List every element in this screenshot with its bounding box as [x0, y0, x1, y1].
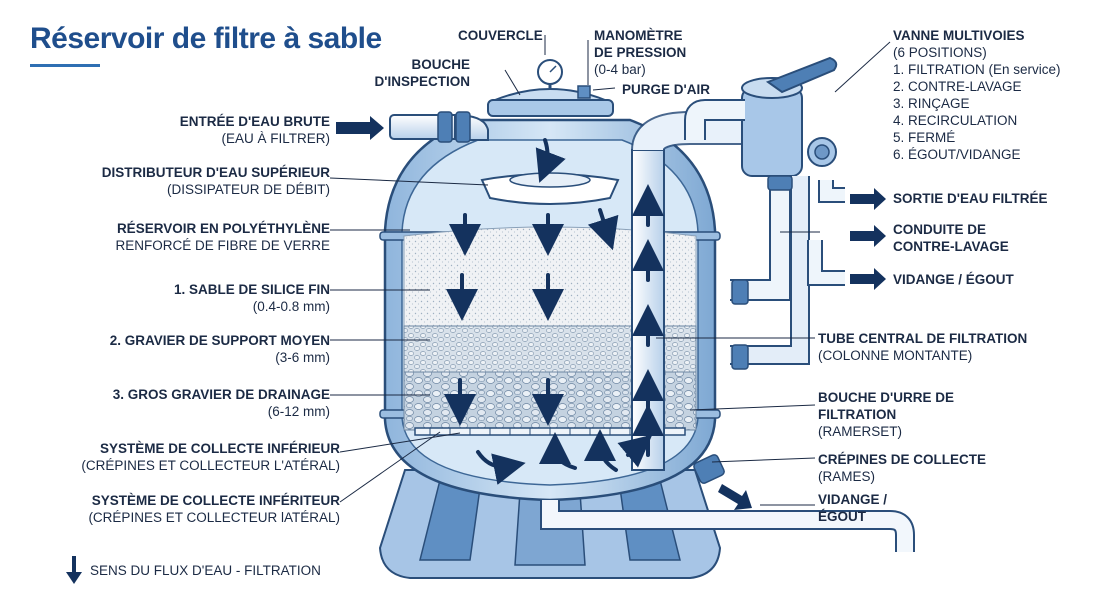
legend-label: SENS DU FLUX D'EAU - FILTRATION: [90, 562, 321, 578]
label-gravel-big-sub: (6-12 mm): [267, 404, 330, 419]
label-inlet-title: ENTRÉE D'EAU BRUTE: [179, 114, 330, 129]
label-valve-title: VANNE MULTIVOIES: [893, 28, 1025, 43]
label-drain-bottom-l1: VIDANGE /: [818, 492, 888, 507]
label-drain-top: VIDANGE / ÉGOUT: [893, 271, 1014, 288]
label-sand-sub: (0.4-0.8 mm): [252, 299, 330, 314]
label-drain-bottom-l2: ÉGOUT: [818, 509, 867, 524]
label-drain-bottom: VIDANGE / ÉGOUT: [818, 491, 887, 525]
label-lid-title: COUVERCLE: [458, 28, 543, 43]
label-inlet-sub: (EAU À FILTRER): [221, 131, 330, 146]
label-backwash: CONDUITE DE CONTRE-LAVAGE: [893, 221, 1009, 255]
label-valve: VANNE MULTIVOIES (6 POSITIONS) 1. FILTRA…: [893, 27, 1061, 163]
valve-handle-icon: [765, 56, 838, 94]
label-distributor-sub: (DISSIPATEUR DE DÉBIT): [166, 182, 330, 197]
label-valve-sub: (6 POSITIONS): [893, 45, 987, 60]
label-inspection-l2: D'INSPECTION: [374, 74, 470, 89]
valve-position-item: 6. ÉGOUT/VIDANGE: [893, 147, 1021, 162]
label-outlet: SORTIE D'EAU FILTRÉE: [893, 190, 1047, 207]
label-gravel-big: 3. GROS GRAVIER DE DRAINAGE (6-12 mm): [113, 386, 330, 420]
label-collect-1-title: SYSTÈME DE COLLECTE INFÉRIEUR: [99, 441, 340, 456]
valve-position-item: 4. RECIRCULATION: [893, 113, 1018, 128]
backwash-arrow-icon: [850, 225, 886, 247]
page-title: Réservoir de filtre à sable: [30, 22, 382, 55]
label-gravel-mid-title: 2. GRAVIER DE SUPPORT MOYEN: [109, 333, 330, 348]
label-inspection-l1: BOUCHE: [411, 57, 470, 72]
tank-lid: [487, 99, 614, 117]
label-mouth: BOUCHE D'URRE DE FILTRATION (RAMERSET): [818, 389, 954, 440]
label-gauge-l2: DE PRESSION: [594, 45, 687, 60]
label-mouth-l2: FILTRATION: [818, 407, 897, 422]
label-outlet-title: SORTIE D'EAU FILTRÉE: [893, 191, 1048, 206]
label-mouth-sub: (RAMERSET): [818, 424, 902, 439]
label-gauge-l3: (0-4 bar): [594, 62, 646, 77]
label-strainers: CRÉPINES DE COLLECTE (RAMES): [818, 451, 986, 485]
label-tank-sub: RENFORCÉ DE FIBRE DE VERRE: [115, 238, 330, 253]
valve-position-item: 2. CONTRE-LAVAGE: [893, 79, 1022, 94]
label-inlet: ENTRÉE D'EAU BRUTE (EAU À FILTRER): [180, 113, 330, 147]
outlet-arrow-icon: [850, 188, 886, 210]
bottom-drain-arrow-icon: [718, 484, 752, 510]
label-sand: 1. SABLE DE SILICE FIN (0.4-0.8 mm): [174, 281, 330, 315]
inlet-arrow-icon: [336, 116, 384, 140]
label-inspection: BOUCHE D'INSPECTION: [375, 56, 470, 90]
label-tube: TUBE CENTRAL DE FILTRATION (COLONNE MONT…: [818, 330, 1027, 364]
valve-positions-list: 1. FILTRATION (En service) 2. CONTRE-LAV…: [893, 61, 1061, 163]
drain-arrow-icon: [850, 268, 886, 290]
valve-position-item: 1. FILTRATION (En service): [893, 62, 1061, 77]
label-air-title: PURGE D'AIR: [622, 82, 710, 97]
down-arrow-icon: [66, 556, 82, 584]
label-backwash-l1: CONDUITE DE: [893, 222, 987, 237]
label-mouth-l1: BOUCHE D'URRE DE: [818, 390, 954, 405]
multiport-valve-body: [741, 87, 803, 177]
label-distributor-title: DISTRIBUTEUR D'EAU SUPÉRIEUR: [101, 165, 330, 180]
label-gauge: MANOMÈTRE DE PRESSION (0-4 bar): [594, 27, 686, 78]
label-tube-title: TUBE CENTRAL DE FILTRATION: [818, 331, 1028, 346]
label-strainers-title: CRÉPINES DE COLLECTE: [818, 452, 987, 467]
label-collect-1: SYSTÈME DE COLLECTE INFÉRIEUR (CRÉPINES …: [81, 440, 340, 474]
label-collect-2: SYSTÈME DE COLLECTE INFÉRITEUR (CRÉPINES…: [88, 492, 340, 526]
label-air: PURGE D'AIR: [622, 81, 710, 98]
label-tank-title: RÉSERVOIR EN POLYÉTHYLÈNE: [116, 221, 330, 236]
label-backwash-l2: CONTRE-LAVAGE: [893, 239, 1009, 254]
air-purge-valve: [577, 85, 591, 99]
label-gravel-mid-sub: (3-6 mm): [275, 350, 330, 365]
label-collect-1-sub: (CRÉPINES ET COLLECTEUR L'ATÉRAL): [81, 458, 340, 473]
label-gauge-l1: MANOMÈTRE: [594, 28, 683, 43]
valve-position-item: 3. RINÇAGE: [893, 96, 970, 111]
label-distributor: DISTRIBUTEUR D'EAU SUPÉRIEUR (DISSIPATEU…: [102, 164, 330, 198]
label-collect-2-sub: (CRÉPINES ET COLLECTEUR lATÉRAL): [88, 510, 340, 525]
title-underline: [30, 64, 100, 67]
flow-legend: SENS DU FLUX D'EAU - FILTRATION: [66, 556, 321, 584]
label-gravel-mid: 2. GRAVIER DE SUPPORT MOYEN (3-6 mm): [110, 332, 330, 366]
label-collect-2-title: SYSTÈME DE COLLECTE INFÉRITEUR: [91, 493, 340, 508]
label-strainers-sub: (RAMES): [818, 469, 875, 484]
label-gravel-big-title: 3. GROS GRAVIER DE DRAINAGE: [112, 387, 330, 402]
valve-position-item: 5. FERMÉ: [893, 130, 956, 145]
label-tank: RÉSERVOIR EN POLYÉTHYLÈNE RENFORCÉ DE FI…: [115, 220, 330, 254]
label-drain-top-title: VIDANGE / ÉGOUT: [893, 272, 1014, 287]
label-sand-title: 1. SABLE DE SILICE FIN: [173, 282, 330, 297]
label-tube-sub: (COLONNE MONTANTE): [818, 348, 973, 363]
label-lid: COUVERCLE: [458, 27, 543, 44]
